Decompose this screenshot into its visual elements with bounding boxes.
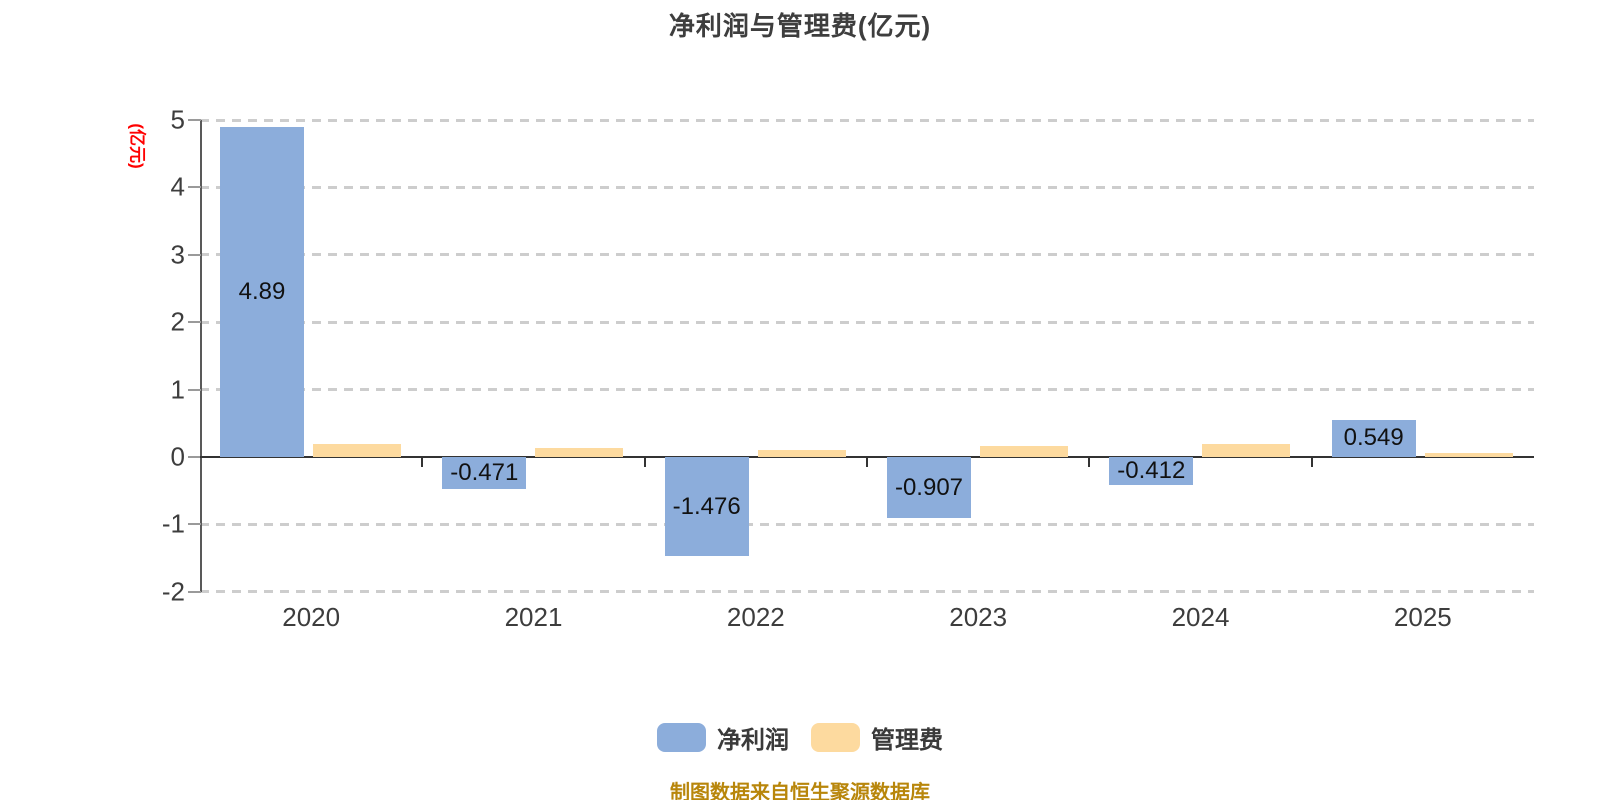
bar-label: -0.412 [1117,456,1186,484]
legend-label-mgmt-fee: 管理费 [871,727,943,754]
x-axis-label: 2021 [504,602,563,632]
x-tick [643,457,646,467]
y-axis-line [200,120,202,592]
y-tick [188,456,201,458]
bar-net-profit [1331,419,1416,457]
y-tick-label: -1 [161,508,185,539]
gridline [200,253,1534,257]
x-axis-label: 2025 [1393,602,1452,632]
x-tick [1310,457,1313,467]
data-source-note: 制图数据来自恒生聚源数据库 [670,782,930,800]
x-axis-label: 2022 [726,602,785,632]
bar-mgmt-fee [1202,443,1291,457]
gridline [200,118,1534,122]
y-tick [188,321,201,324]
legend-item-mgmt-fee: 管理费 [811,720,943,755]
gridline [200,388,1534,392]
bar-net-profit [887,457,971,519]
legend: 净利润 管理费 [657,720,943,755]
net-profit-swatch [657,723,706,752]
bar-net-profit [442,457,527,489]
gridline [200,185,1534,189]
gridline [200,590,1534,594]
bar-label: 0.549 [1343,424,1404,452]
bar-label: -0.471 [450,458,519,486]
legend-item-net-profit: 净利润 [657,720,789,755]
legend-label-net-profit: 净利润 [717,727,789,754]
x-axis-label: 2023 [949,602,1008,632]
bar-label: 4.89 [238,278,286,306]
y-tick-label: 3 [170,239,185,270]
chart-title: 净利润与管理费(亿元) [668,11,932,41]
y-tick [188,388,201,391]
x-tick [1088,457,1091,467]
y-tick [188,253,201,256]
bar-mgmt-fee [1424,452,1513,457]
x-tick [421,457,424,467]
bar-mgmt-fee [757,449,846,457]
x-axis-label: 2024 [1171,602,1230,632]
y-tick-label: 4 [170,171,185,202]
mgmt-fee-swatch [811,723,860,752]
y-tick-label: 5 [170,104,185,135]
bar-mgmt-fee [313,444,401,457]
y-tick [188,119,201,121]
y-tick-label: -2 [161,576,185,607]
bar-label: -1.476 [672,492,741,520]
y-tick [188,186,201,189]
x-tick [866,457,868,467]
y-tick-label: 2 [170,306,185,337]
bar-net-profit [220,127,304,457]
bar-mgmt-fee [535,448,624,457]
bar-net-profit [1109,457,1194,485]
y-tick [188,523,201,526]
y-tick-label: 1 [170,374,185,405]
gridline [200,320,1534,324]
bar-label: -0.907 [894,473,964,501]
bar-net-profit [664,457,749,557]
gridline [200,522,1534,526]
x-axis-label: 2020 [282,602,341,632]
y-tick [188,590,201,593]
bar-mgmt-fee [980,446,1068,457]
y-tick-label: 0 [170,441,185,472]
